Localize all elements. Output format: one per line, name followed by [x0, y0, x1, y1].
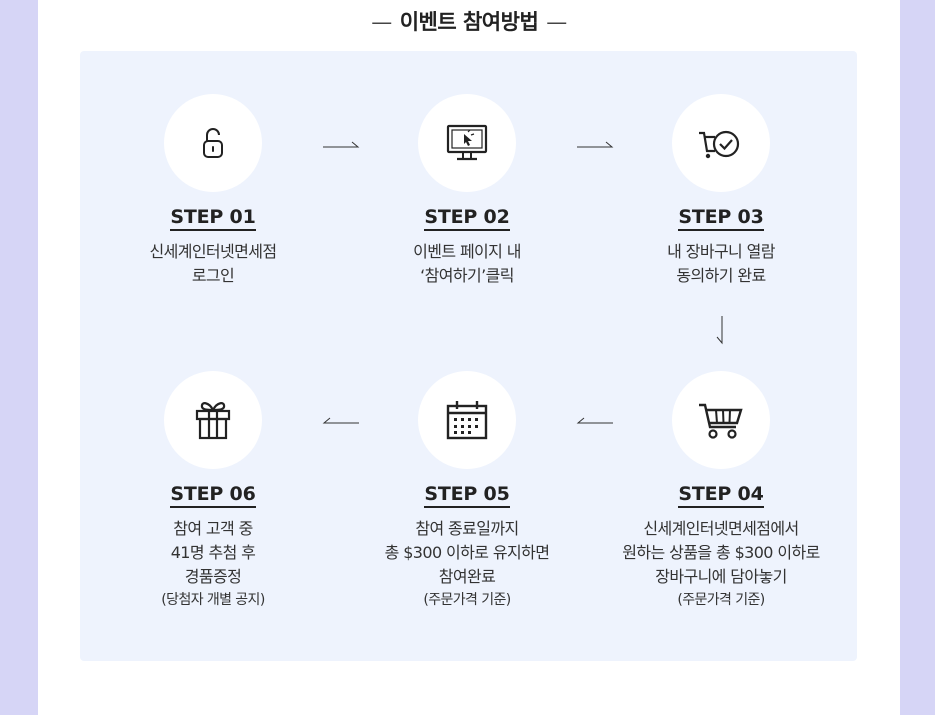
- step-03-line-2: 동의하기 완료: [676, 266, 766, 285]
- step-02-desc: 이벤트 페이지 내 ‘참여하기’클릭: [347, 240, 587, 288]
- step-01: STEP 01 신세계인터넷면세점 로그인: [93, 94, 333, 288]
- step-01-title: STEP 01: [170, 206, 256, 231]
- step-04: STEP 04 신세계인터넷면세점에서 원하는 상품을 총 $300 이하로 장…: [601, 371, 841, 611]
- step-04-note: (주문가격 기준): [677, 592, 765, 608]
- step-06-line-3: 경품증정: [184, 567, 242, 586]
- heading-dash-left: —: [371, 10, 392, 34]
- step-01-line-1: 신세계인터넷면세점: [149, 242, 277, 261]
- step-04-desc: 신세계인터넷면세점에서 원하는 상품을 총 $300 이하로 장바구니에 담아놓…: [601, 517, 841, 611]
- arrow-down-icon: [716, 316, 723, 345]
- step-06-line-2: 41명 추첨 후: [170, 543, 256, 562]
- calendar-icon: [446, 401, 488, 440]
- step-01-desc: 신세계인터넷면세점 로그인: [93, 240, 333, 288]
- cart-icon: [699, 403, 743, 439]
- cart-check-icon: [699, 130, 740, 159]
- step-05-line-3: 참여완료: [438, 567, 496, 586]
- step-06-circle: [164, 371, 262, 469]
- step-06-note: (당첨자 개별 공지): [161, 592, 265, 608]
- monitor-click-icon: [446, 124, 488, 161]
- heading-title: 이벤트 참여방법: [399, 10, 539, 34]
- step-04-line-3: 장바구니에 담아놓기: [655, 567, 787, 586]
- heading-dash-right: —: [546, 10, 567, 34]
- page: — 이벤트 참여방법 — STEP 01 신세계인터넷면세점 로그인: [38, 0, 900, 715]
- step-03-title: STEP 03: [678, 206, 764, 231]
- gift-icon: [195, 402, 231, 440]
- steps-panel: STEP 01 신세계인터넷면세점 로그인: [80, 51, 857, 661]
- step-01-line-2: 로그인: [191, 266, 235, 285]
- step-02-line-2: ‘참여하기’클릭: [420, 266, 514, 285]
- arrow-left-icon: [576, 417, 613, 424]
- step-06: STEP 06 참여 고객 중 41명 추첨 후 경품증정 (당첨자 개별 공지…: [93, 371, 333, 611]
- section-heading: — 이벤트 참여방법 —: [38, 6, 900, 36]
- step-03: STEP 03 내 장바구니 열람 동의하기 완료: [601, 94, 841, 288]
- step-03-circle: [672, 94, 770, 192]
- step-05-circle: [418, 371, 516, 469]
- step-05-title: STEP 05: [424, 483, 510, 508]
- step-05-desc: 참여 종료일까지 총 $300 이하로 유지하면 참여완료 (주문가격 기준): [347, 517, 587, 611]
- step-03-line-1: 내 장바구니 열람: [667, 242, 775, 261]
- step-06-title: STEP 06: [170, 483, 256, 508]
- step-04-line-2: 원하는 상품을 총 $300 이하로: [622, 543, 820, 562]
- step-04-line-1: 신세계인터넷면세점에서: [643, 519, 799, 538]
- step-05: STEP 05 참여 종료일까지 총 $300 이하로 유지하면 참여완료 (주…: [347, 371, 587, 611]
- step-06-line-1: 참여 고객 중: [173, 519, 253, 538]
- step-01-circle: [164, 94, 262, 192]
- arrow-right-icon: [323, 141, 360, 148]
- step-06-desc: 참여 고객 중 41명 추첨 후 경품증정 (당첨자 개별 공지): [93, 517, 333, 611]
- arrow-right-icon: [577, 141, 614, 148]
- step-02-title: STEP 02: [424, 206, 510, 231]
- step-05-line-2: 총 $300 이하로 유지하면: [384, 543, 550, 562]
- step-04-title: STEP 04: [678, 483, 764, 508]
- step-05-line-1: 참여 종료일까지: [415, 519, 519, 538]
- step-02-line-1: 이벤트 페이지 내: [413, 242, 521, 261]
- unlock-icon: [203, 128, 223, 158]
- step-02-circle: [418, 94, 516, 192]
- step-04-circle: [672, 371, 770, 469]
- step-05-note: (주문가격 기준): [423, 592, 511, 608]
- arrow-left-icon: [322, 417, 359, 424]
- step-02: STEP 02 이벤트 페이지 내 ‘참여하기’클릭: [347, 94, 587, 288]
- step-03-desc: 내 장바구니 열람 동의하기 완료: [601, 240, 841, 288]
